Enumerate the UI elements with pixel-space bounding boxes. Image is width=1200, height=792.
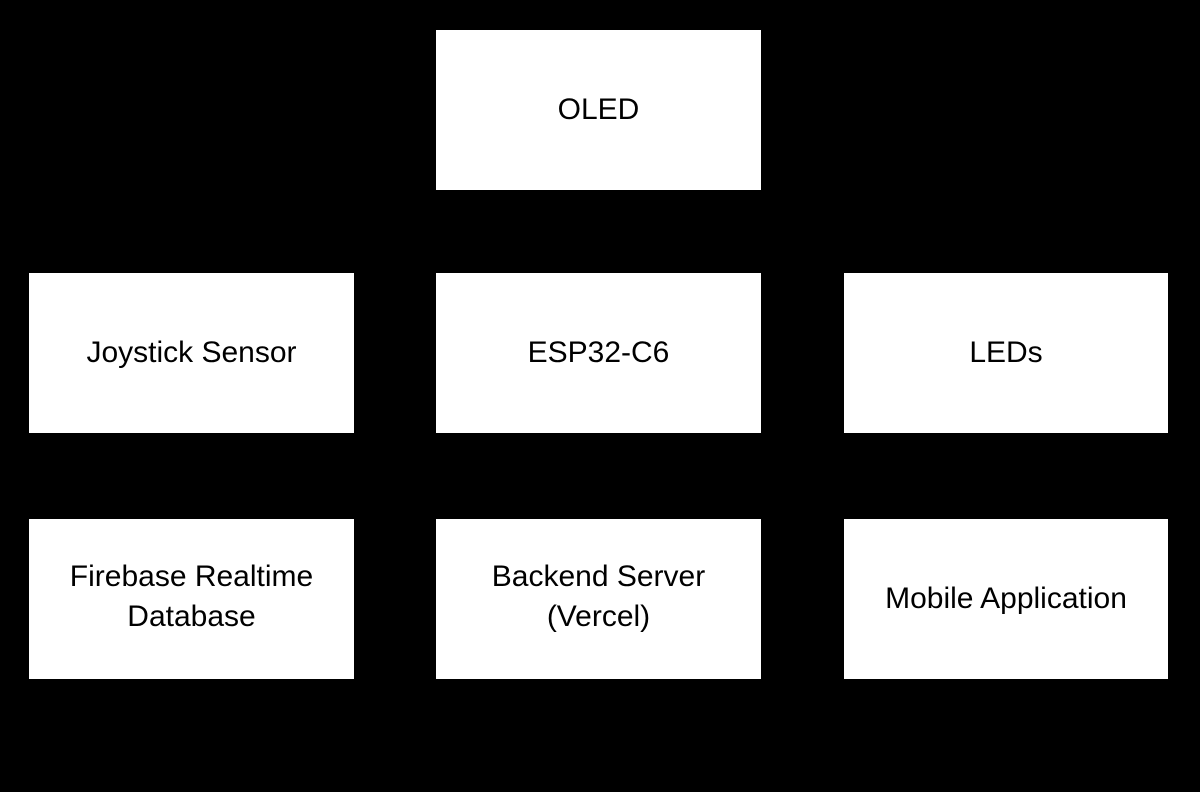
node-esp32-c6[interactable]: ESP32-C6 [436,273,761,433]
node-backend-server-vercel-label: Backend Server (Vercel) [491,560,706,633]
node-backend-server-vercel[interactable]: Backend Server (Vercel) [436,519,761,679]
node-oled-label: OLED [557,93,640,126]
node-mobile-application-label: Mobile Application [885,582,1127,615]
node-joystick-sensor-label: Joystick Sensor [86,336,297,369]
node-leds[interactable]: LEDs [844,273,1168,433]
node-esp32-c6-label: ESP32-C6 [527,336,670,369]
node-firebase-realtime-database[interactable]: Firebase Realtime Database [29,519,354,679]
node-leds-label: LEDs [969,336,1043,369]
node-joystick-sensor[interactable]: Joystick Sensor [29,273,354,433]
node-oled[interactable]: OLED [436,30,761,190]
node-firebase-realtime-database-label: Firebase Realtime Database [69,560,314,633]
node-mobile-application[interactable]: Mobile Application [844,519,1168,679]
